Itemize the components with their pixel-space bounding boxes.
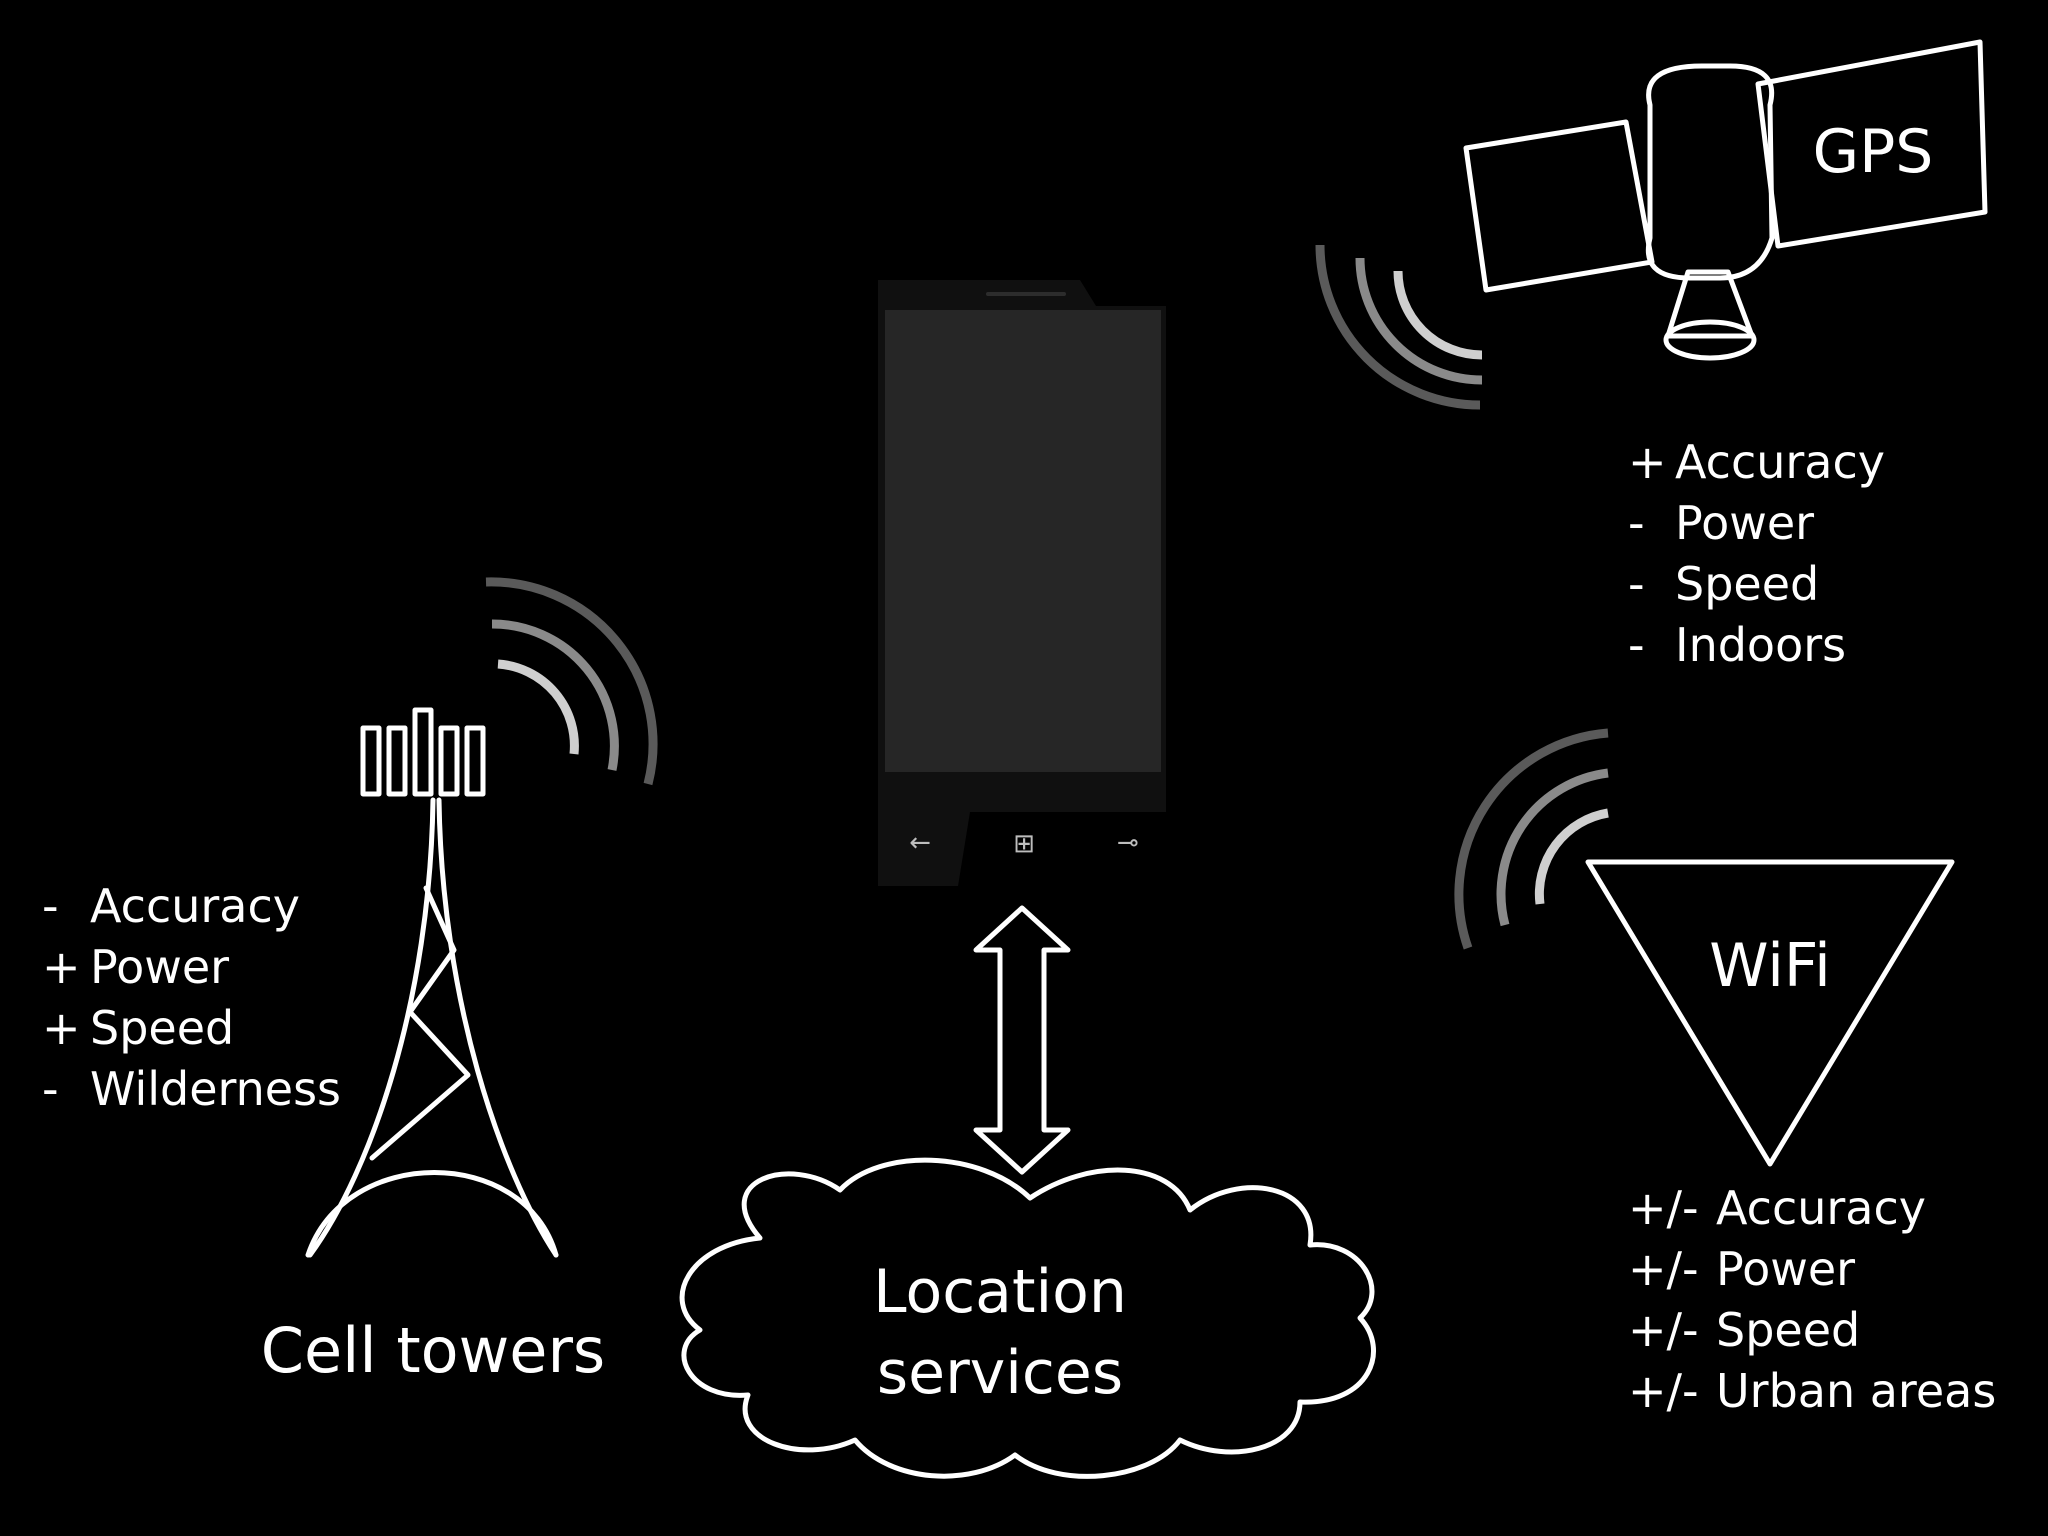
cell-towers-label: Cell towers xyxy=(261,1314,605,1387)
wifi-attr-sign: +/- xyxy=(1628,1364,1699,1418)
tower-base-arch xyxy=(305,1170,559,1258)
wifi-attributes: +/- Accuracy +/- Power +/- Speed +/- Urb… xyxy=(1628,1181,1996,1418)
cell-attr-sign: + xyxy=(42,940,81,994)
search-icon: ⊸ xyxy=(1117,828,1139,858)
gps-attributes: + Accuracy - Power - Speed - Indoors xyxy=(1628,435,1885,672)
wifi-attr-text: Accuracy xyxy=(1716,1181,1926,1235)
satellite-icon: GPS xyxy=(1463,39,1988,361)
wifi-attr-text: Speed xyxy=(1716,1303,1860,1357)
cell-attr-sign: - xyxy=(42,879,59,933)
cell-attr-sign: - xyxy=(42,1062,59,1116)
wifi-triangle xyxy=(1585,859,1955,1167)
smartphone-icon: ← ⊞ ⊸ xyxy=(878,280,1166,886)
gps-attr-text: Accuracy xyxy=(1675,435,1885,489)
phone-screen xyxy=(885,310,1161,772)
wifi-signal-arc-outer xyxy=(1454,728,1609,950)
tower-cross-bracing xyxy=(369,885,471,1161)
cell-signal-arc-inner xyxy=(497,659,579,755)
cell-attr-sign: + xyxy=(42,1001,81,1055)
gps-attr-text: Indoors xyxy=(1675,618,1846,672)
cloud-outline xyxy=(679,1157,1376,1479)
gps-signal-arc-middle xyxy=(1355,257,1483,385)
tower-antenna-panel xyxy=(386,725,408,797)
gps-label: GPS xyxy=(1813,117,1934,187)
wifi-label: WiFi xyxy=(1709,931,1831,1001)
cell-signal-arc-middle xyxy=(491,619,619,771)
gps-attr-sign: - xyxy=(1628,496,1645,550)
gps-signal-arc-inner xyxy=(1393,270,1483,360)
wifi-triangle-icon: WiFi xyxy=(1585,859,1955,1167)
tower-antenna-panel xyxy=(464,725,486,797)
wifi-signal-arc-middle xyxy=(1496,768,1609,927)
wifi-attr-text: Urban areas xyxy=(1716,1364,1996,1418)
wifi-attr-sign: +/- xyxy=(1628,1303,1699,1357)
wifi-attr-sign: +/- xyxy=(1628,1181,1699,1235)
gps-attr-sign: - xyxy=(1628,557,1645,611)
gps-attr-sign: + xyxy=(1628,435,1667,489)
satellite-body xyxy=(1646,63,1775,281)
wifi-attr-text: Power xyxy=(1716,1242,1855,1296)
cell-tower-icon xyxy=(305,707,559,1258)
tower-leg-left xyxy=(307,797,436,1258)
satellite-dish xyxy=(1663,319,1757,361)
cell-signal-arc-outer xyxy=(485,577,658,786)
tower-antenna-panel xyxy=(412,707,434,797)
wifi-signal-arc-inner xyxy=(1534,808,1609,905)
cell-attr-text: Wilderness xyxy=(90,1062,341,1116)
cell-attr-text: Accuracy xyxy=(90,879,300,933)
wifi-attr-sign: +/- xyxy=(1628,1242,1699,1296)
wifi-signal-icon xyxy=(1454,728,1609,950)
phone-speaker xyxy=(986,292,1066,296)
gps-signal-arc-outer xyxy=(1315,244,1481,410)
gps-attr-sign: - xyxy=(1628,618,1645,672)
cloud-label-line2: services xyxy=(877,1338,1123,1408)
gps-attr-text: Power xyxy=(1675,496,1814,550)
back-icon: ← xyxy=(909,828,931,858)
cloud-icon: Location services xyxy=(679,1157,1376,1479)
windows-icon: ⊞ xyxy=(1013,829,1035,859)
cloud-label-line1: Location xyxy=(873,1257,1127,1327)
tower-antenna-panel xyxy=(438,725,460,797)
gps-attr-text: Speed xyxy=(1675,557,1819,611)
tower-antenna-panel xyxy=(360,725,382,797)
cell-attr-text: Power xyxy=(90,940,229,994)
cell-signal-icon xyxy=(485,577,658,786)
cell-attributes: - Accuracy + Power + Speed - Wilderness xyxy=(42,879,341,1116)
gps-signal-icon xyxy=(1315,244,1483,410)
double-arrow-icon xyxy=(973,905,1071,1175)
cell-attr-text: Speed xyxy=(90,1001,234,1055)
